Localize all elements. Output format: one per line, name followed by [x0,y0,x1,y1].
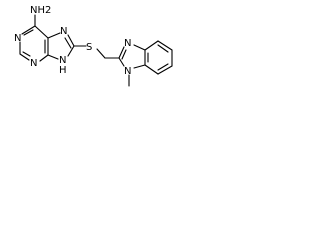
atom-label-benzimidazole-n1: N [124,66,131,77]
bond-n9-c4 [47,54,59,60]
bond-c2prime-n3prime-double [121,49,127,60]
atom-label-n7: N [60,26,67,37]
atom-label-n9: N [59,55,66,66]
bond-n3-c4 [39,54,49,62]
atom-label-h9: H [59,65,67,76]
bond-c4prime-c5prime-double [157,44,169,53]
bond-c5-c6 [34,25,49,39]
atom-label-benzimidazole-n3: N [124,38,131,49]
bond-s-ch2 [96,48,106,59]
bond-c3a-c4prime [144,40,159,51]
bond-c2-n3-double [22,51,31,57]
bond-n1prime-c2prime [118,57,125,67]
bond-c7a-n1prime [133,64,146,69]
bond-n3prime-c3a [133,44,146,51]
bond-c8-n9 [67,45,75,57]
chemical-structure-diagram: NH2 N N N N H S N N [14,5,173,87]
bond-n7-c8 [67,34,75,47]
bond-c4prime-c5prime [157,40,173,51]
bond-c6-n1 [21,25,36,35]
bond-c5-n7 [47,32,61,39]
atom-label-sulfur: S [86,42,92,53]
bond-c2-n3 [19,53,30,61]
bond-c7prime-c7a [144,64,159,75]
bond-n7-c8-double [64,37,72,49]
bond-c6prime-c7prime [157,65,173,75]
atom-label-n3: N [30,58,37,69]
bond-c6prime-c7prime-double [157,63,169,71]
bond-c6-n1-double [23,29,34,36]
atom-label-nh2: NH2 [30,5,51,16]
bond-c2prime-n3prime [118,46,125,59]
atom-label-n1: N [14,33,21,44]
